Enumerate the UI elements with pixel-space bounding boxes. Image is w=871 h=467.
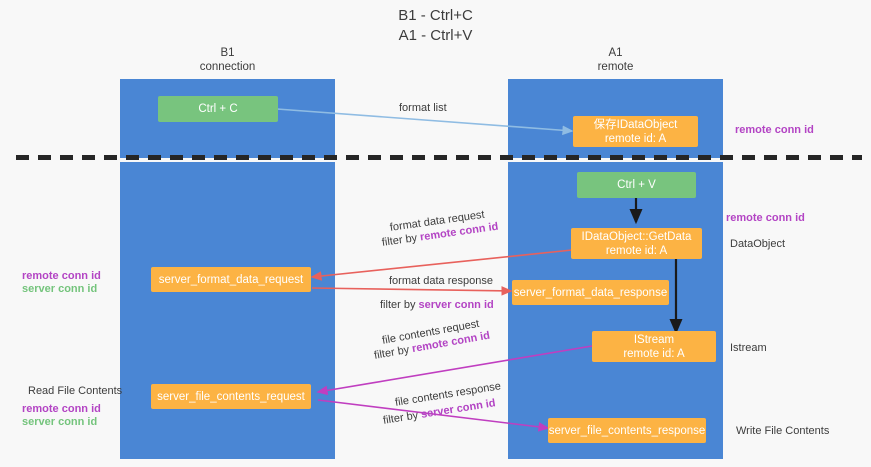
arrow-format-data-response bbox=[311, 286, 513, 296]
column-header-a1: A1 remote bbox=[508, 46, 723, 74]
annotation-left-remote-conn-id-bot: remote conn id bbox=[22, 403, 101, 415]
lane-a1-bottom bbox=[508, 162, 723, 459]
node-saved-idataobject-line1: 保存IDataObject bbox=[593, 118, 678, 131]
node-idataobject-getdata-line2: remote id: A bbox=[605, 244, 668, 257]
annotation-read-file-contents: Read File Contents bbox=[28, 385, 123, 397]
node-server-format-data-response-label: server_format_data_response bbox=[513, 286, 668, 299]
annotation-dataobject: DataObject bbox=[730, 238, 786, 250]
edge-label-filter-by-server-conn-id-1: filter by server conn id bbox=[380, 298, 494, 312]
filter-by-text-4: filter by bbox=[382, 409, 420, 427]
column-header-a1-sub: remote bbox=[597, 61, 634, 73]
annotation-remote-conn-id-mid: remote conn id bbox=[726, 212, 805, 224]
node-istream[interactable]: IStream remote id: A bbox=[592, 331, 716, 362]
filter-by-text-3: filter by bbox=[373, 343, 411, 362]
lane-b1-bottom bbox=[120, 162, 335, 459]
server-conn-id-text-1: server conn id bbox=[418, 299, 494, 311]
node-server-file-contents-response[interactable]: server_file_contents_response bbox=[548, 418, 706, 443]
node-ctrl-v[interactable]: Ctrl + V bbox=[577, 172, 696, 198]
edge-label-format-data-response: format data response bbox=[389, 275, 493, 287]
annotation-left-remote-conn-id-mid: remote conn id bbox=[22, 270, 101, 282]
edge-label-format-list: format list bbox=[399, 102, 447, 114]
column-header-b1-name: B1 bbox=[220, 47, 235, 59]
annotation-istream: Istream bbox=[730, 342, 767, 354]
title-line-2: A1 - Ctrl+V bbox=[398, 27, 473, 44]
annotation-left-server-conn-id-mid: server conn id bbox=[22, 283, 98, 295]
node-server-format-data-request-label: server_format_data_request bbox=[158, 273, 304, 286]
annotation-left-server-conn-id-bot: server conn id bbox=[22, 416, 98, 428]
filter-by-text-1: filter by bbox=[381, 232, 418, 249]
annotation-remote-conn-id-top: remote conn id bbox=[735, 124, 814, 136]
node-server-file-contents-request[interactable]: server_file_contents_request bbox=[151, 384, 311, 409]
column-header-b1-sub: connection bbox=[199, 61, 256, 73]
column-header-b1: B1 connection bbox=[120, 46, 335, 74]
phase-divider bbox=[16, 155, 862, 160]
node-server-format-data-response[interactable]: server_format_data_response bbox=[512, 280, 669, 305]
filter-by-text-2: filter by bbox=[380, 299, 416, 311]
annotation-write-file-contents: Write File Contents bbox=[736, 425, 830, 437]
column-header-a1-name: A1 bbox=[608, 47, 623, 59]
node-idataobject-getdata-line1: IDataObject::GetData bbox=[581, 230, 692, 243]
node-server-format-data-request[interactable]: server_format_data_request bbox=[151, 267, 311, 292]
node-saved-idataobject-line2: remote id: A bbox=[604, 132, 667, 145]
node-ctrl-v-label: Ctrl + V bbox=[617, 179, 656, 191]
page-title: B1 - Ctrl+C A1 - Ctrl+V bbox=[0, 6, 871, 46]
node-saved-idataobject[interactable]: 保存IDataObject remote id: A bbox=[573, 116, 698, 147]
node-server-file-contents-request-label: server_file_contents_request bbox=[157, 390, 305, 403]
node-istream-line1: IStream bbox=[633, 333, 675, 346]
title-line-1: B1 - Ctrl+C bbox=[398, 7, 473, 24]
node-ctrl-c-label: Ctrl + C bbox=[198, 103, 238, 115]
node-istream-line2: remote id: A bbox=[623, 347, 685, 360]
node-server-file-contents-response-label: server_file_contents_response bbox=[548, 424, 706, 437]
node-ctrl-c[interactable]: Ctrl + C bbox=[158, 96, 278, 122]
node-idataobject-getdata[interactable]: IDataObject::GetData remote id: A bbox=[571, 228, 702, 259]
